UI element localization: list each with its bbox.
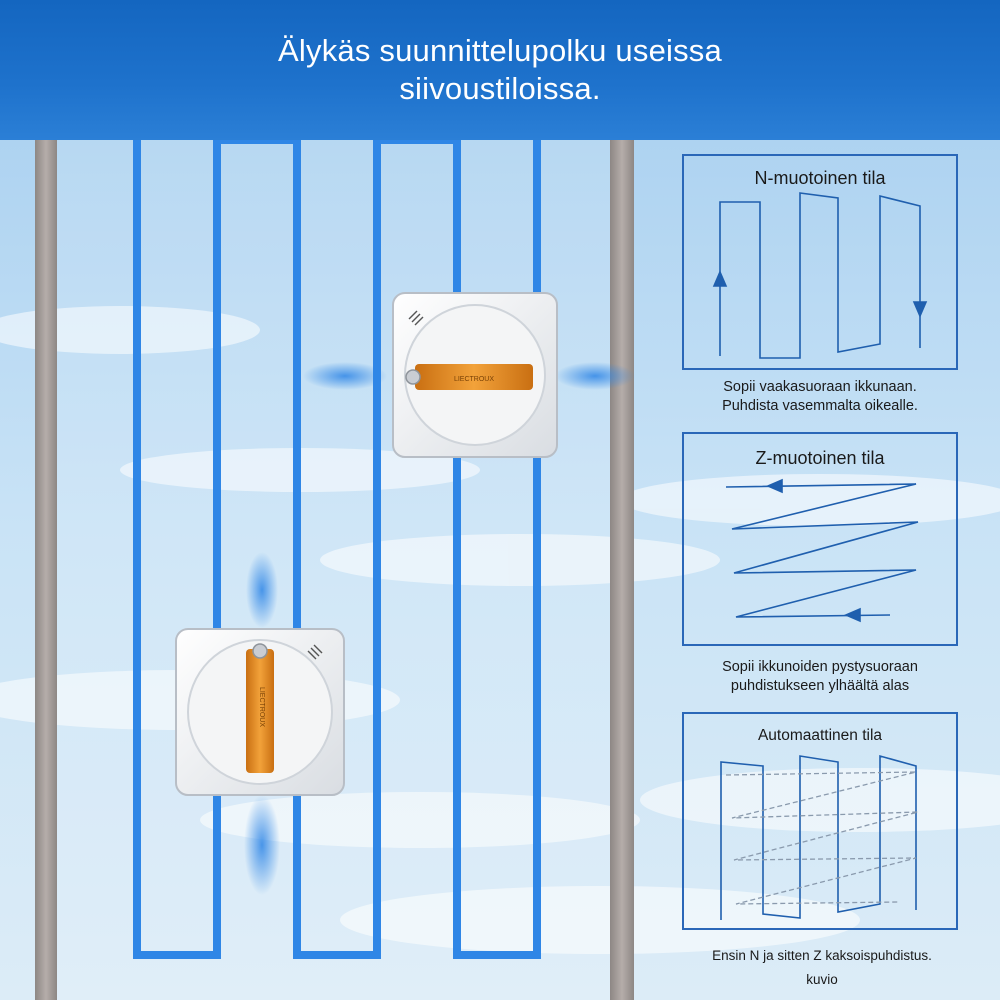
mode-panel-n: N-muotoinen tila — [682, 154, 958, 370]
mode-caption-z: Sopii ikkunoiden pystysuoraan puhdistuks… — [660, 658, 980, 696]
arrow-left-icon — [843, 607, 861, 623]
header-banner: Älykäs suunnittelupolku useissa siivoust… — [0, 0, 1000, 140]
robot-brand: LIECTROUX — [258, 687, 265, 727]
spray-effect — [244, 362, 635, 895]
cleaning-path — [133, 136, 541, 959]
arrow-down-icon — [912, 301, 928, 319]
glass-pane — [57, 140, 610, 1000]
mode-title-n: N-muotoinen tila — [754, 168, 886, 188]
mode-caption-z-line-2: puhdistukseen ylhäältä alas — [730, 678, 910, 694]
z-mode-diagram — [725, 478, 919, 623]
mode-title-auto: Automaattinen tila — [757, 727, 883, 744]
robot-button — [252, 643, 268, 659]
robot-button — [405, 369, 421, 385]
mode-caption-auto-line-2: kuvio — [806, 972, 838, 987]
robot-brand: LIECTROUX — [454, 376, 494, 383]
mode-caption-auto-line-1: Ensin N ja sitten Z kaksoispuhdistus. — [712, 948, 932, 963]
robot-handle — [246, 649, 274, 773]
page-title-line-1: Älykäs suunnittelupolku useissa — [278, 33, 722, 68]
mode-panel-z: Z-muotoinen tila — [682, 432, 958, 646]
window-robot-horizontal: LIECTROUX — [392, 292, 558, 458]
arrow-up-icon — [712, 269, 728, 287]
mode-caption-n-line-2: Puhdista vasemmalta oikealle. — [722, 398, 918, 414]
mode-panel-auto: Automaattinen tila — [682, 712, 958, 930]
mode-caption-z-line-1: Sopii ikkunoiden pystysuoraan — [722, 659, 918, 675]
robot-handle — [415, 364, 533, 390]
mode-title-z: Z-muotoinen tila — [755, 448, 885, 468]
arrow-left-icon — [765, 478, 783, 494]
window-robot-vertical: LIECTROUX — [175, 628, 345, 796]
mode-caption-n: Sopii vaakasuoraan ikkunaan. Puhdista va… — [660, 378, 980, 416]
window-frame-right — [610, 140, 634, 1000]
clouds — [0, 306, 1000, 954]
mode-caption-auto: Ensin N ja sitten Z kaksoispuhdistus. ku… — [662, 944, 982, 992]
window-frame-left — [35, 140, 57, 1000]
page-title-line-2: siivoustiloissa. — [399, 71, 601, 106]
auto-mode-diagram — [720, 754, 919, 920]
mode-caption-n-line-1: Sopii vaakasuoraan ikkunaan. — [723, 379, 917, 395]
n-mode-diagram — [712, 192, 928, 359]
